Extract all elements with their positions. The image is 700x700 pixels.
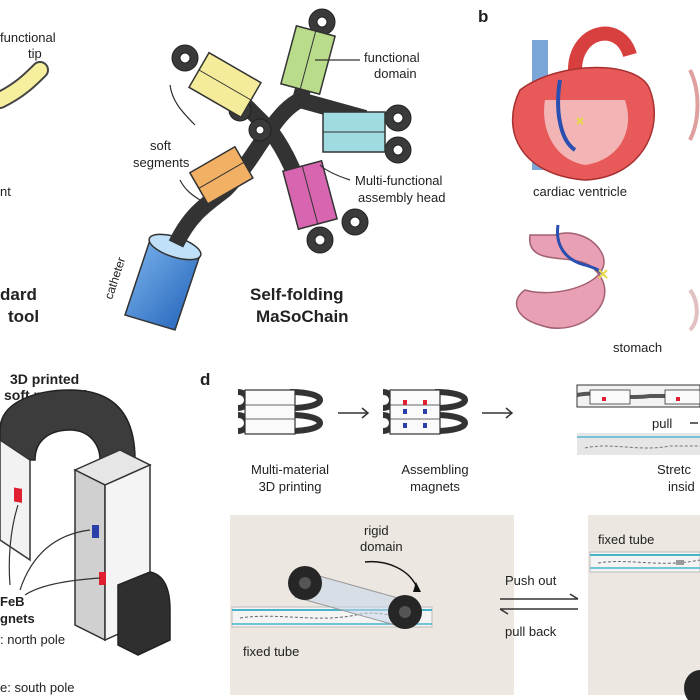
masochain-title-2: MaSoChain — [256, 307, 349, 326]
catheter-label: catheter — [102, 255, 129, 301]
cardiac-ventricle-label: cardiac ventricle — [533, 184, 627, 199]
soft-chain — [168, 92, 304, 248]
arrow-2 — [482, 407, 514, 419]
segment-label: nt — [0, 184, 11, 199]
panel-d: d — [200, 370, 700, 700]
assembly-head-label-2: assembly head — [358, 190, 445, 205]
rigid-domain-label-2: domain — [360, 539, 403, 554]
rigid-domain-label-1: rigid — [364, 523, 389, 538]
south-pole-label: e: south pole — [0, 680, 74, 695]
panel-b-letter: b — [478, 7, 488, 26]
pull-back-label: pull back — [505, 624, 557, 639]
heart-illustration — [511, 26, 655, 181]
pull-back-arrow — [499, 608, 578, 615]
catheter-tube: catheter — [102, 233, 202, 331]
step1-label-1: Multi-material — [251, 462, 329, 477]
push-out-arrow — [500, 593, 579, 600]
functional-tip-label-1: functional — [0, 30, 56, 45]
block-green — [279, 24, 337, 96]
step1-label-2: 3D printing — [259, 479, 322, 494]
photo-left — [230, 515, 514, 695]
panel-a-standard-tool: functional tip nt dard tool — [0, 30, 56, 326]
step3-schematic: pull — [576, 384, 700, 455]
annotation-arrows — [169, 59, 360, 201]
stomach-illustration — [515, 224, 608, 330]
block-cyan — [322, 111, 386, 153]
functional-tip-label-2: tip — [28, 46, 42, 61]
stomach-label: stomach — [613, 340, 662, 355]
block-pink — [281, 159, 339, 231]
panel-d-letter: d — [200, 370, 210, 389]
pull-label: pull — [652, 416, 672, 431]
standard-title-2: tool — [8, 307, 39, 326]
soft-segments-label-1: soft — [150, 138, 171, 153]
fixed-tube-label-right: fixed tube — [598, 532, 654, 547]
block-yellow — [187, 51, 263, 119]
assembly-head-label-1: Multi-functional — [355, 173, 443, 188]
standard-title-1: dard — [0, 285, 37, 304]
step3-label-2: insid — [668, 479, 695, 494]
step2-label-1: Assembling — [401, 462, 468, 477]
panel-b: b cardiac ventricle stomach — [478, 7, 700, 355]
north-pole-label: : north pole — [0, 632, 65, 647]
magnets-label-2: gnets — [0, 611, 35, 626]
soft-segments-label-2: segments — [133, 155, 190, 170]
panel-a-masochain: catheter — [102, 8, 445, 331]
arrow-1 — [338, 407, 370, 419]
block-orange — [188, 145, 254, 205]
photo-right — [588, 515, 700, 700]
functional-domain-label-2: domain — [374, 66, 417, 81]
step1-schematic — [237, 389, 323, 435]
end-cap — [117, 571, 171, 656]
step2-schematic — [382, 389, 468, 435]
masochain-title-1: Self-folding — [250, 285, 343, 304]
magnets-label-1: FeB — [0, 594, 25, 609]
step2-label-2: magnets — [410, 479, 460, 494]
soft-material-label-1: 3D printed — [10, 371, 79, 387]
magnet-leader-lines — [8, 504, 101, 596]
functional-domain-label-1: functional — [364, 50, 420, 65]
push-out-label: Push out — [505, 573, 557, 588]
fixed-tube-label-left: fixed tube — [243, 644, 299, 659]
left-magnet-block — [0, 439, 31, 562]
step3-label-1: Stretc — [657, 462, 691, 477]
panel-c: 3D printed soft material FeB gnets : nor… — [0, 371, 171, 695]
